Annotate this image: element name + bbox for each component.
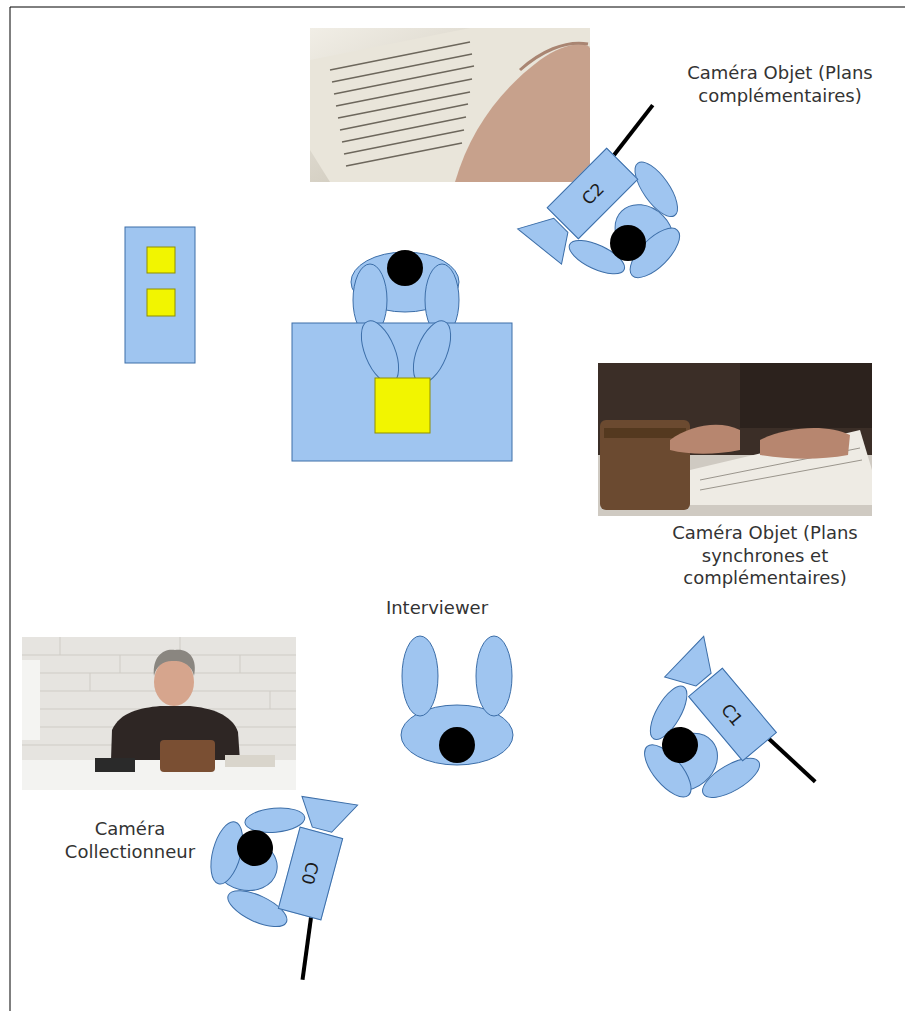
camera-operator — [518, 99, 738, 319]
frame-line — [10, 7, 11, 1011]
camera-label: C0 — [298, 860, 323, 887]
photo-hands-book — [598, 363, 872, 516]
frame-line — [10, 7, 905, 8]
collector-figure — [292, 250, 512, 461]
camera-caption: Caméra Objet (Plans synchrones et complé… — [649, 522, 881, 590]
interviewer-figure — [401, 636, 513, 765]
side-table — [125, 227, 195, 363]
camera-caption: Caméra Objet (Plans complémentaires) — [670, 62, 890, 107]
photo-book-closeup — [310, 28, 590, 182]
camera-operator — [606, 636, 822, 858]
camera-caption: Interviewer — [372, 597, 502, 620]
camera-label: C1 — [717, 699, 747, 729]
camera-operator — [187, 772, 358, 982]
camera-label: C2 — [578, 178, 608, 208]
camera-body: C0 — [278, 826, 343, 920]
camera-caption: Caméra Collectionneur — [55, 818, 205, 863]
photo-collector — [22, 637, 296, 790]
